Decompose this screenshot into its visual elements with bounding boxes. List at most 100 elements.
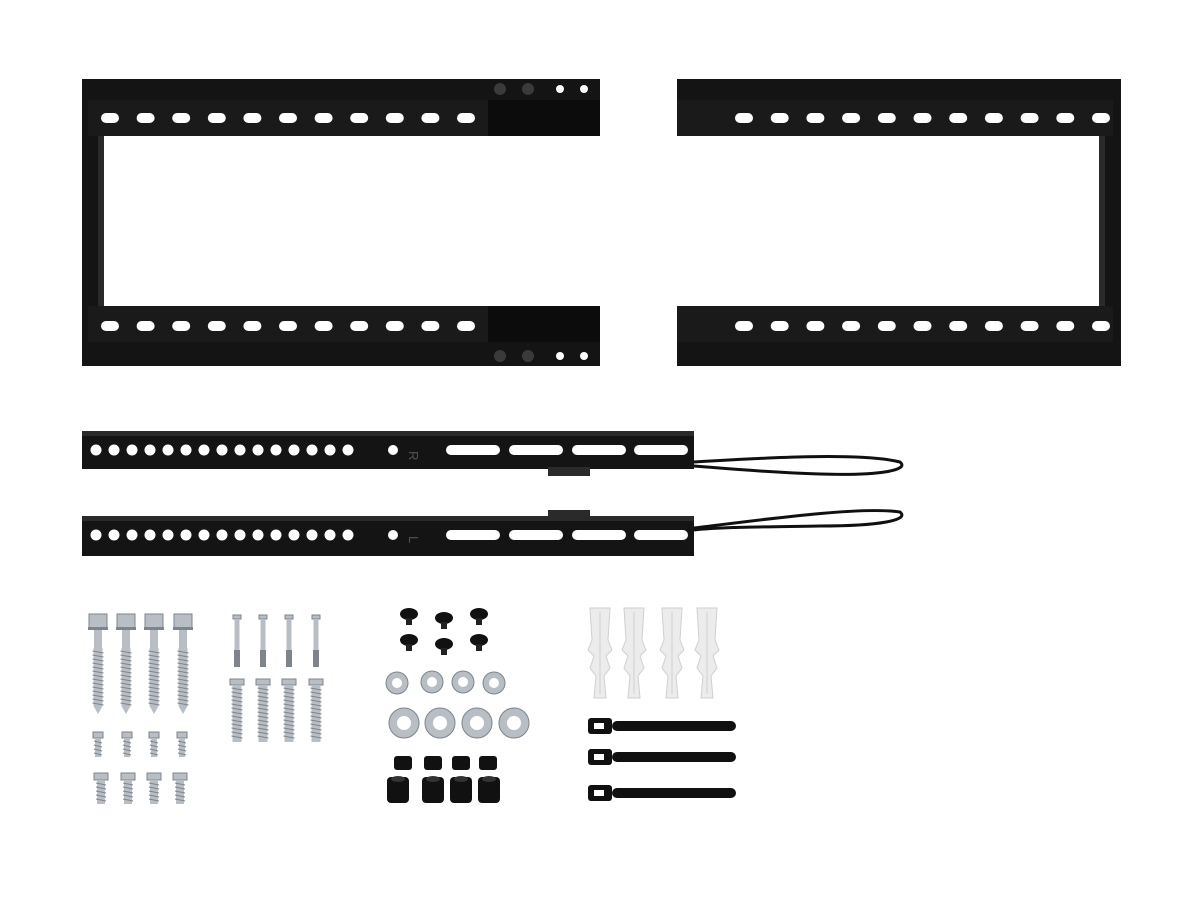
tv-bracket-r: R (82, 431, 904, 476)
bolt-head (258, 614, 268, 620)
bolt-thread (95, 786, 107, 790)
bolt-thread (283, 731, 295, 735)
bolt-thread (177, 744, 187, 748)
bolt-thread (283, 735, 295, 739)
bolt-thread (310, 699, 322, 703)
bolt-shank (179, 630, 187, 648)
washer-hole (470, 716, 484, 730)
bolt-thread (177, 702, 189, 706)
bolt-flange (116, 627, 136, 630)
bolt-thread (177, 752, 187, 756)
washer-hole (392, 678, 402, 688)
slot (984, 113, 1003, 123)
hole (270, 529, 282, 541)
bolt-thread (283, 715, 295, 719)
black-screw-shank (476, 644, 482, 651)
hole-row (90, 444, 398, 456)
cable-straps (588, 718, 736, 801)
bolt-thread (177, 674, 189, 678)
bolt-thread (310, 715, 322, 719)
slot (842, 113, 861, 123)
bolt-thread (92, 670, 104, 674)
screw-head (522, 83, 534, 95)
spacer (479, 756, 497, 770)
washer-hole (507, 716, 521, 730)
long-slot (634, 530, 688, 540)
spacer-hole (454, 776, 468, 782)
slot (457, 113, 475, 123)
slot (735, 113, 753, 123)
bolt-thread (231, 731, 243, 735)
bolt-thread (177, 690, 189, 694)
wall-anchors (587, 607, 720, 699)
bolt-thread (231, 695, 243, 699)
bolt-thread (283, 727, 295, 731)
bolt-thread-band (286, 650, 292, 667)
bolt-shank (286, 619, 292, 667)
screw-head (148, 731, 160, 739)
slot (136, 321, 155, 331)
bolt-thread (92, 650, 104, 654)
bolt-thread (231, 715, 243, 719)
bolt-thread (148, 690, 160, 694)
bolt-thread (231, 719, 243, 723)
hole (252, 529, 264, 541)
bolt-thread (92, 662, 104, 666)
bolt-thread (148, 694, 160, 698)
black-screw-head (400, 634, 418, 646)
slot (949, 113, 968, 123)
slot (1056, 113, 1075, 123)
slot (1056, 321, 1075, 331)
bolt-thread (148, 658, 160, 662)
slot (913, 321, 932, 331)
slot-row (101, 321, 475, 331)
bolt-thread (283, 687, 295, 691)
slot (913, 113, 932, 123)
slot (770, 321, 789, 331)
bracket-side-label: R (406, 451, 421, 460)
hole (234, 444, 246, 456)
long-slot-row (446, 530, 688, 540)
strap-buckle-opening (594, 723, 604, 729)
bolt-thread (120, 690, 132, 694)
bolt-thread (92, 690, 104, 694)
bolt-thread (148, 670, 160, 674)
bolt-thread (148, 698, 160, 702)
spacer (424, 756, 442, 770)
bolt-thread (92, 658, 104, 662)
slot (421, 113, 440, 123)
bolt-thread (92, 686, 104, 690)
hole (162, 444, 174, 456)
small-screws (92, 731, 188, 757)
bolt-tip (178, 706, 188, 714)
bolt-thread (122, 798, 134, 802)
slot-row (735, 321, 1110, 331)
bolt-thread (177, 740, 187, 744)
slot (877, 321, 896, 331)
slot-row (101, 113, 475, 123)
slot (421, 321, 440, 331)
bolt-thread (257, 687, 269, 691)
slot (172, 321, 191, 331)
hole (216, 529, 228, 541)
bolt-thread (231, 735, 243, 739)
bolt-flange (144, 627, 164, 630)
long-slot (572, 530, 626, 540)
bolt-thread-band (313, 650, 319, 667)
bracket-clip (548, 467, 590, 476)
hole (108, 529, 120, 541)
bolt-thread (93, 744, 103, 748)
bolt-thread (122, 794, 134, 798)
bolt-thread (148, 702, 160, 706)
screw-head (494, 83, 506, 95)
slot (457, 321, 475, 331)
bolt-thread (148, 674, 160, 678)
strap-band (612, 721, 736, 731)
bolt-thread (148, 662, 160, 666)
black-screw-head (435, 612, 453, 624)
bolt-thread (95, 782, 107, 786)
bolt-shank (122, 630, 130, 648)
slot (101, 321, 119, 331)
hole (108, 444, 120, 456)
bolt-thread (120, 686, 132, 690)
